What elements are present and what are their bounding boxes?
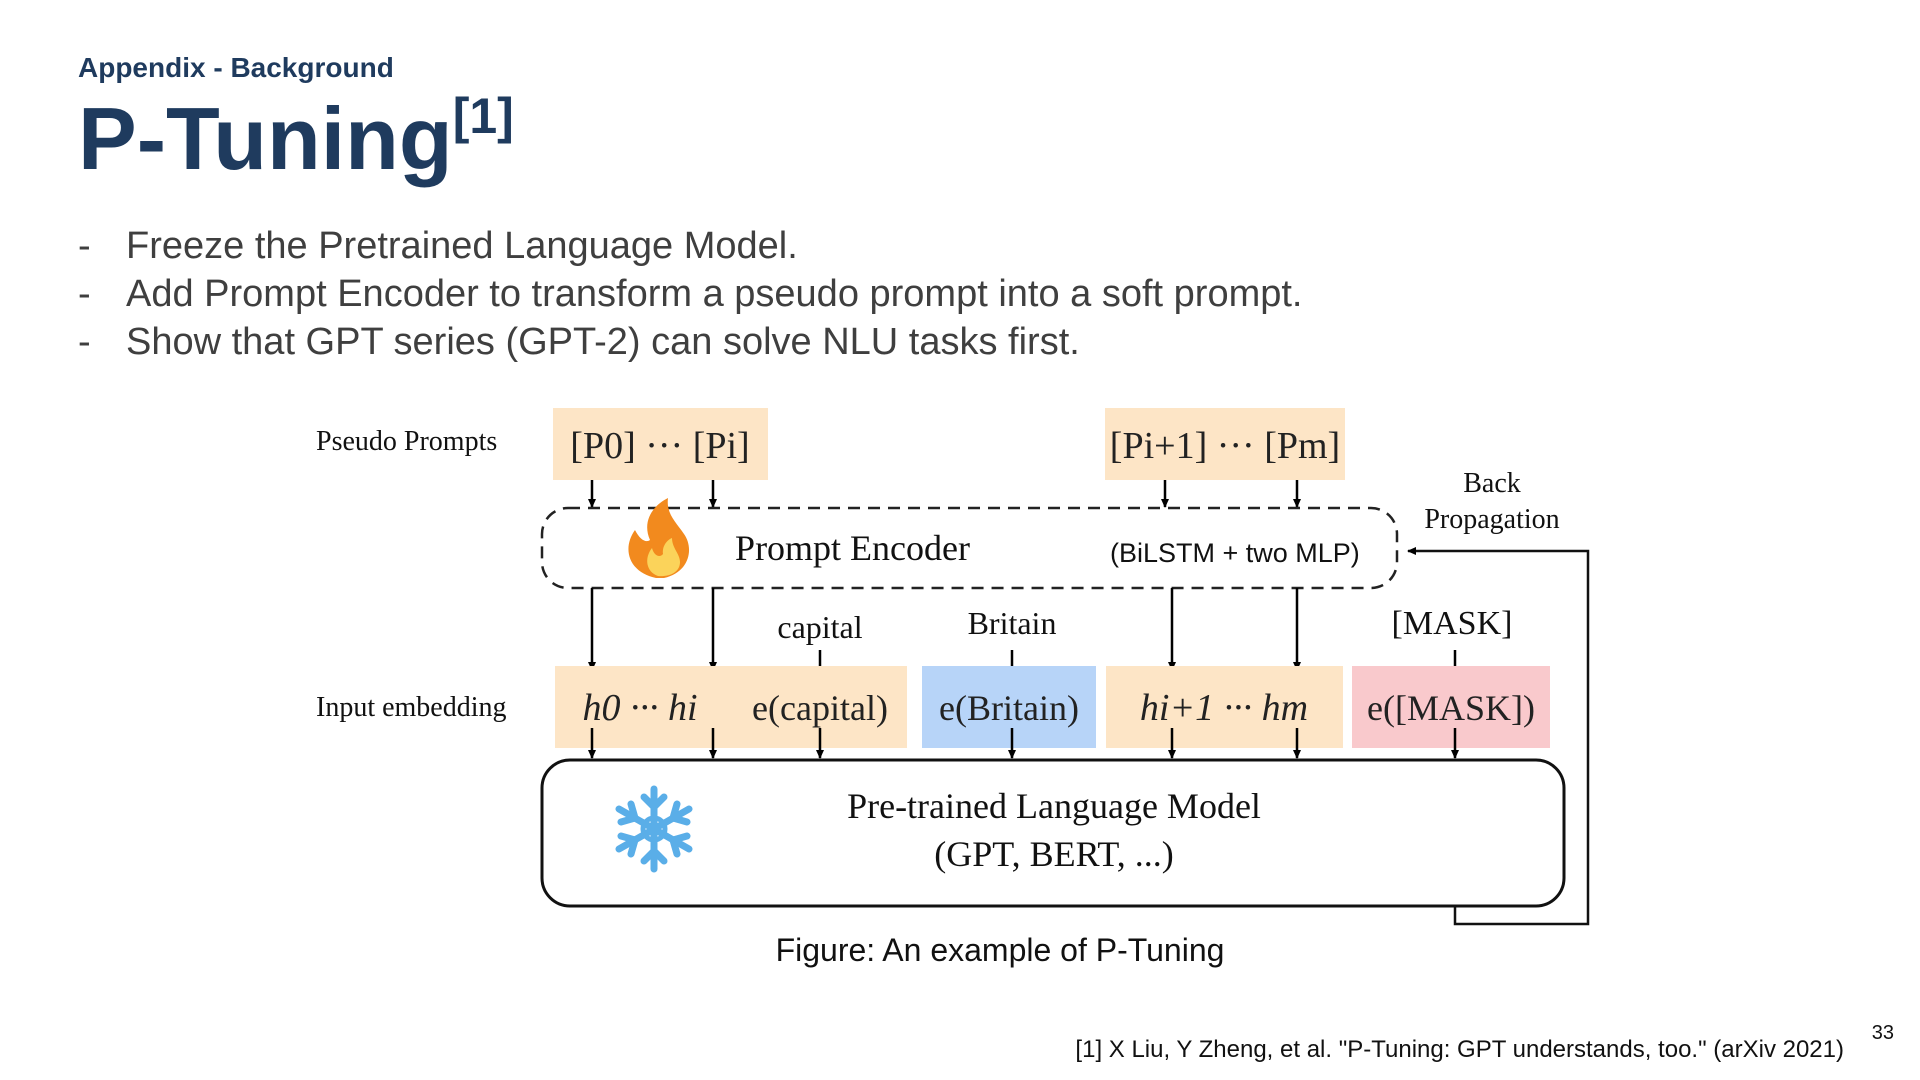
section-label: Appendix - Background: [78, 52, 394, 83]
page-title: P-Tuning[1]: [78, 88, 514, 189]
token-mask: [MASK]: [1392, 605, 1513, 642]
plm-label: Pre-trained Language Model: [847, 786, 1261, 826]
back-propagation-label: Back: [1463, 468, 1521, 499]
plm-box: [540, 758, 1566, 908]
token-britain: Britain: [968, 605, 1057, 641]
prompt-encoder-label: Prompt Encoder: [735, 528, 970, 568]
bullet-item: -Freeze the Pretrained Language Model.: [78, 222, 1302, 270]
title-text: P-Tuning: [78, 89, 453, 188]
embed-britain-box: [922, 666, 1096, 748]
prompt-group-1-label: [P0] ··· [Pi]: [570, 425, 749, 467]
bullet-text: Add Prompt Encoder to transform a pseudo…: [126, 273, 1303, 315]
embed-mask-label: e([MASK]): [1367, 688, 1535, 728]
embed-mask-box: [1352, 666, 1550, 748]
input-embedding-label: Input embedding: [316, 692, 507, 723]
token-capital: capital: [777, 609, 862, 645]
back-propagation-path: [1407, 547, 1590, 926]
page-number: 33: [1871, 1022, 1894, 1044]
prompt-encoder-box: [540, 506, 1399, 590]
bullet-text: Freeze the Pretrained Language Model.: [126, 225, 798, 267]
figure-caption-text: Figure: An example of P-Tuning: [775, 932, 1225, 968]
prompt-group-2-label: [Pi+1] ··· [Pm]: [1110, 425, 1340, 467]
bullet-item: -Add Prompt Encoder to transform a pseud…: [78, 270, 1302, 318]
embed-hi1-hm-box: [1106, 666, 1343, 748]
snowflake-icon: [615, 785, 693, 873]
plm-examples: (GPT, BERT, ...): [934, 834, 1173, 874]
embed-h0-hi-label: h0 ··· hi: [582, 687, 697, 729]
prompt-group-2-box: [1105, 408, 1345, 480]
back-propagation-label: Propagation: [1424, 504, 1559, 535]
fire-icon: [628, 498, 690, 578]
prompt-encoder-detail: (BiLSTM + two MLP): [1110, 538, 1360, 568]
prompt-group-1-box: [553, 408, 768, 480]
bullet-text: Show that GPT series (GPT-2) can solve N…: [126, 321, 1080, 363]
bullet-list: -Freeze the Pretrained Language Model. -…: [78, 222, 1302, 366]
reference-citation: [1] X Liu, Y Zheng, et al. "P-Tuning: GP…: [1075, 1036, 1844, 1063]
title-citation: [1]: [452, 87, 514, 144]
embed-britain-label: e(Britain): [939, 688, 1079, 728]
embed-h0-hi-box: [555, 666, 907, 748]
figure-caption: Figure: An example of P-Tuning: [0, 932, 1920, 969]
pseudo-prompts-label: Pseudo Prompts: [316, 426, 497, 457]
bullet-item: -Show that GPT series (GPT-2) can solve …: [78, 318, 1302, 366]
embed-capital-label: e(capital): [752, 688, 888, 728]
embed-hi1-hm-label: hi+1 ··· hm: [1140, 687, 1308, 729]
